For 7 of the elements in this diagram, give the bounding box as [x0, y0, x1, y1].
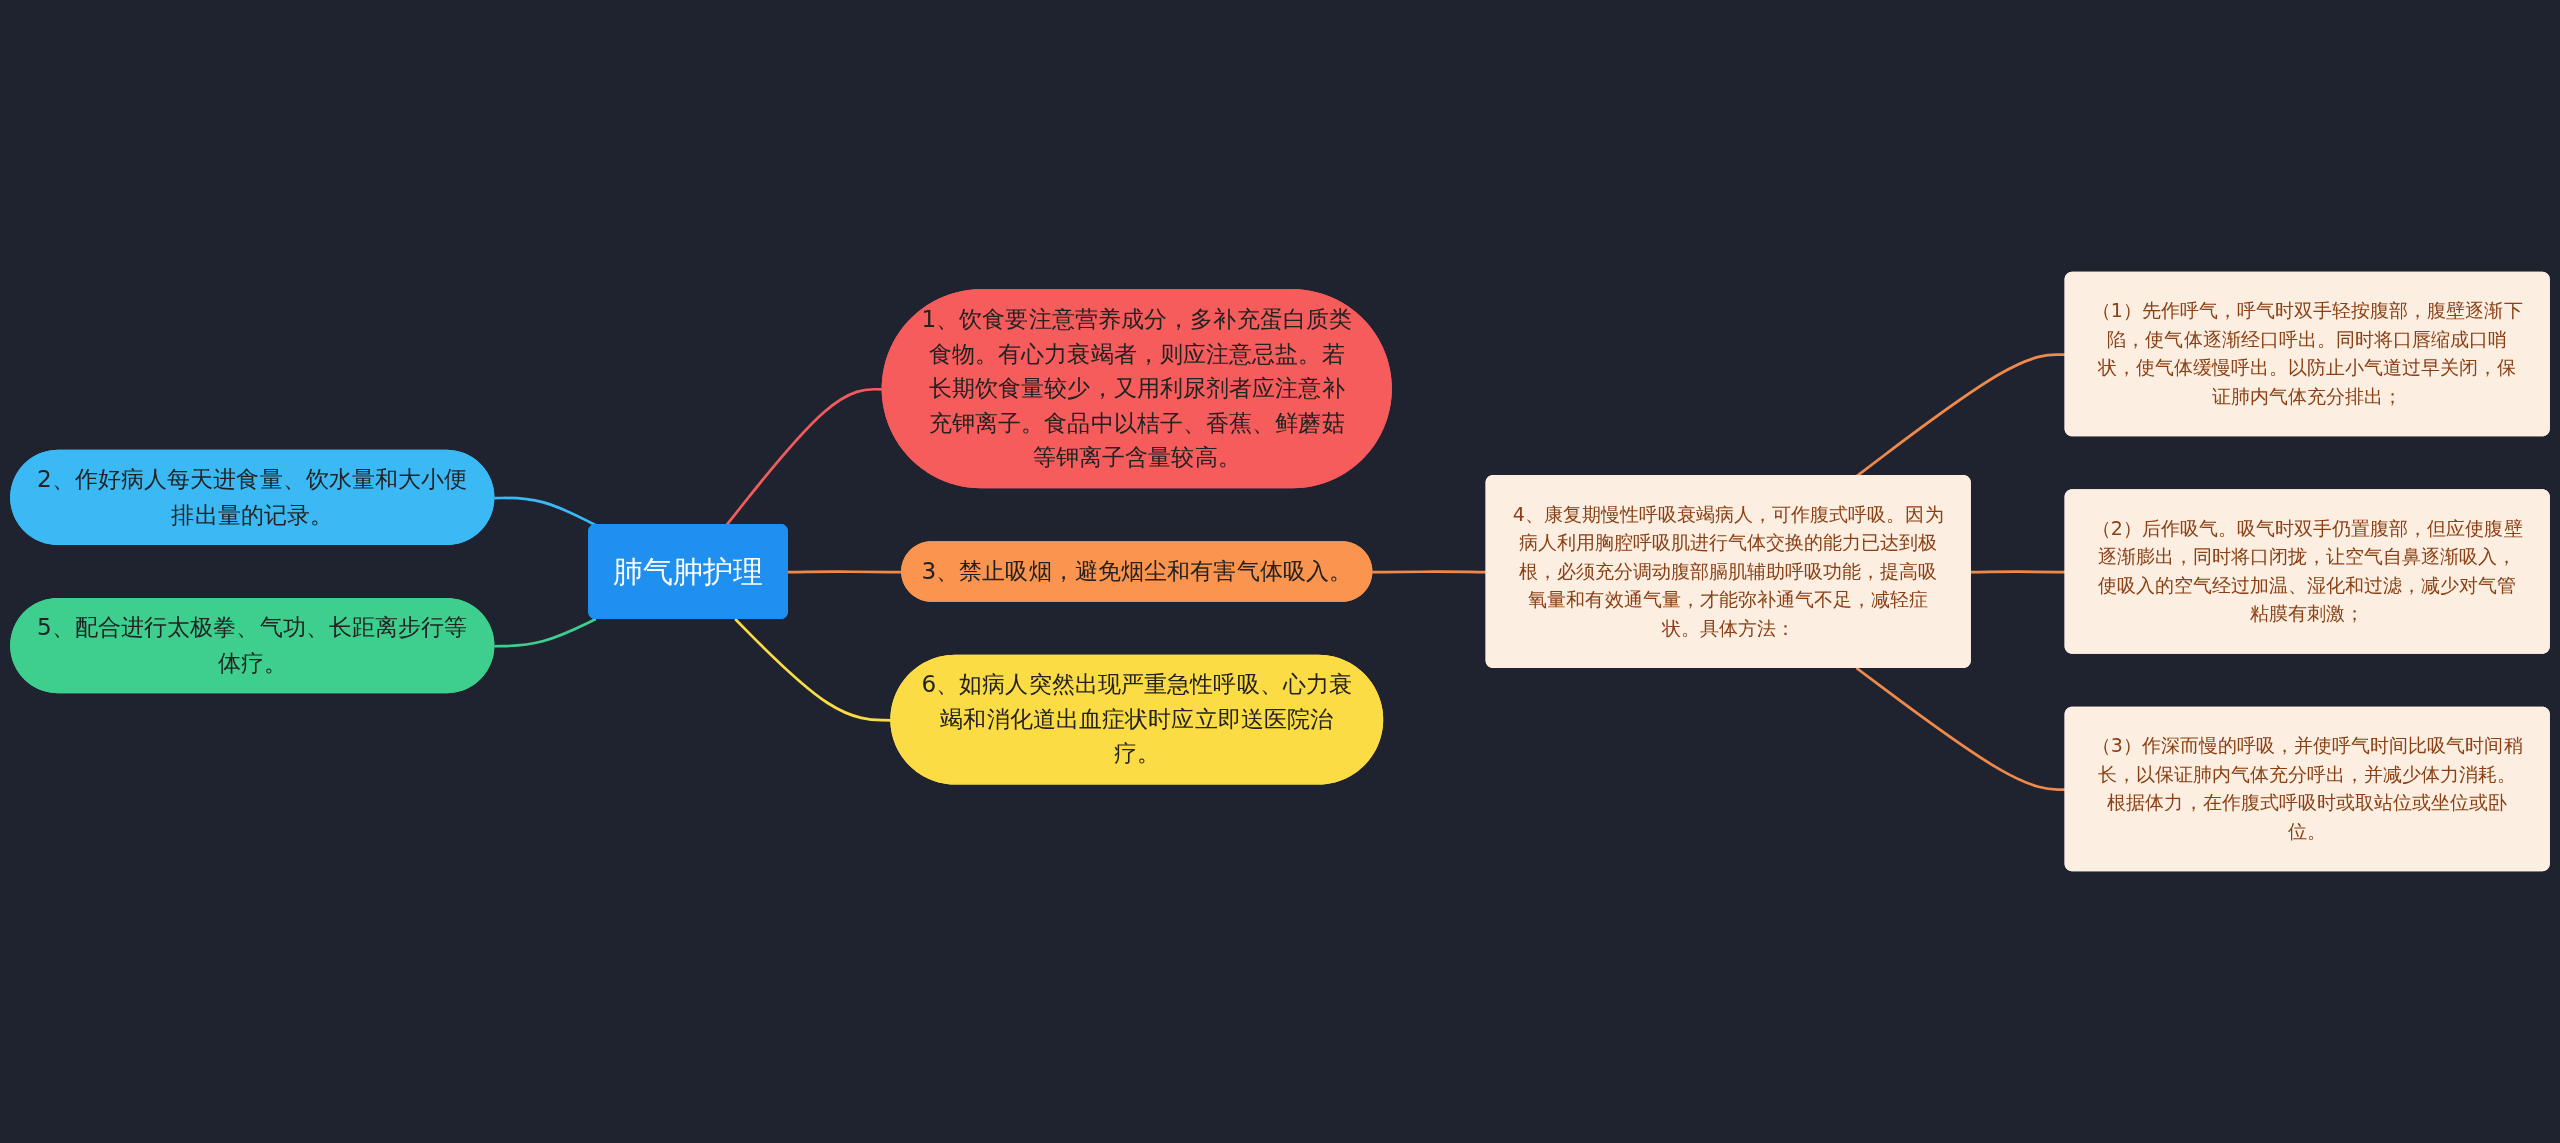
connector	[734, 618, 892, 722]
connector	[787, 570, 903, 574]
connector	[1372, 570, 1487, 574]
connector	[1855, 666, 2066, 791]
connector	[494, 617, 597, 648]
connector	[494, 496, 597, 527]
connector	[1970, 570, 2066, 574]
